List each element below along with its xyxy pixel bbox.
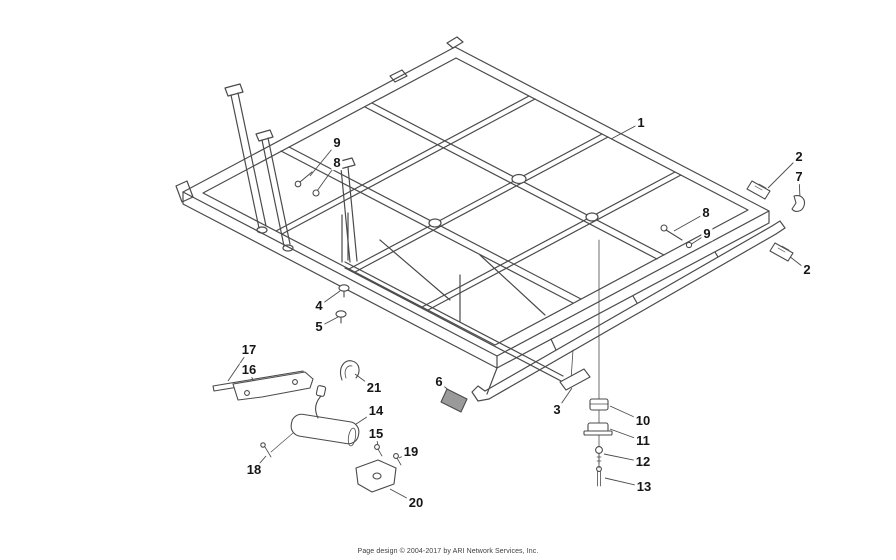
callout-1: 1 [635,115,647,131]
callout-8: 8 [331,155,343,171]
clamp-10 [589,398,609,411]
hook-bracket-7 [791,195,806,212]
bumper-5 [335,310,347,318]
callout-9: 9 [701,226,713,242]
callout-12: 12 [633,454,653,470]
callout-18: 18 [244,462,264,478]
callout-11: 11 [634,433,652,449]
callout-10: 10 [633,413,653,429]
callout-7: 7 [793,169,805,185]
under-deck-structure [341,212,564,383]
callout-4: 4 [313,298,325,314]
bolt-19 [393,453,399,459]
callout-17: 17 [239,342,259,358]
bracket-20 [355,459,397,493]
callout-21: 21 [364,380,384,396]
clip-21 [340,360,360,381]
callout-20: 20 [406,495,426,511]
left-support-posts [224,83,358,263]
screw-18 [260,442,266,448]
callout-6: 6 [433,374,445,390]
bolt-15 [374,444,380,450]
plate-2-lower [769,242,794,262]
callout-9: 9 [331,135,343,151]
callout-13: 13 [634,479,654,495]
main-frame-deck [175,36,770,369]
callout-15: 15 [366,426,386,442]
connector-plug [315,385,327,397]
bracket-16 [232,371,314,401]
pin-13 [596,466,602,472]
actuator-14 [290,413,360,445]
plate-2-upper [746,180,771,200]
bumper-4 [338,284,350,292]
front-lower-rail [471,220,786,402]
footer-credit: Page design © 2004-2017 by ARI Network S… [357,548,539,555]
bolt-8-right [660,224,668,232]
plate-3 [559,368,591,391]
bolt-9-left [294,180,302,188]
callout-2: 2 [793,149,805,165]
callout-5: 5 [313,319,325,335]
callout-16: 16 [239,362,259,378]
callout-14: 14 [366,403,386,419]
nut-8-left [312,189,320,197]
callout-8: 8 [700,205,712,221]
pad-6 [440,388,468,413]
callout-3: 3 [551,402,563,418]
nut-9-right [685,241,693,249]
small-parts [212,171,806,493]
callout-19: 19 [401,444,421,460]
bolt-12 [595,446,603,454]
callout-2: 2 [801,262,813,278]
